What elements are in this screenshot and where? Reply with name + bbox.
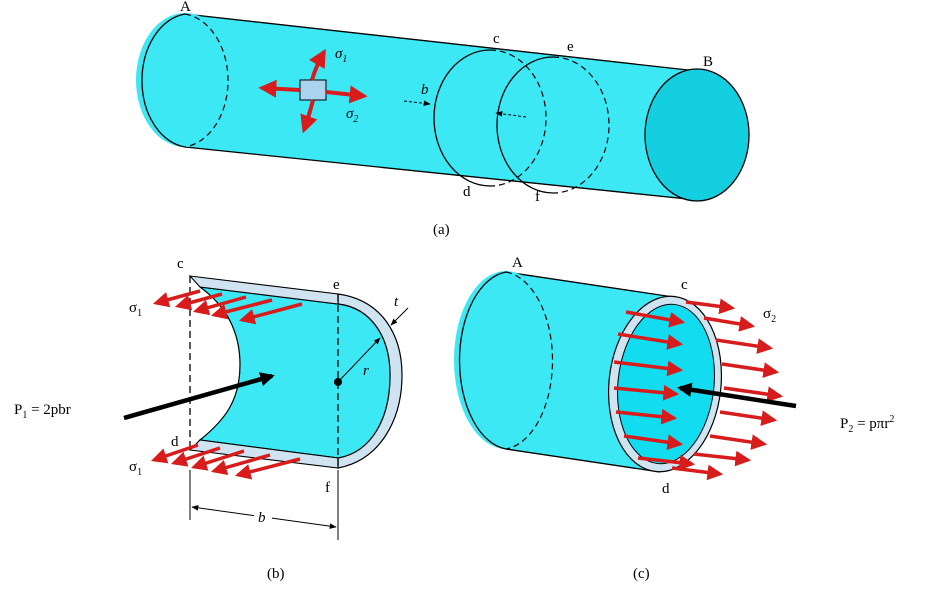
panel-a: σ1 σ2 b A B c e d f (a): [136, 0, 750, 238]
sigma2-label-c: σ2: [763, 306, 776, 325]
top-wall-strip: [188, 275, 339, 305]
section-cd-front: [433, 49, 491, 187]
end-A-face-c: [454, 271, 558, 449]
point-e-label-b: e: [333, 277, 340, 293]
caption-a: (a): [433, 222, 450, 238]
length-b-arrow-left: [495, 111, 527, 118]
point-B-label: B: [703, 54, 713, 70]
radius-label: r: [363, 363, 369, 379]
caption-c: (c): [633, 566, 650, 582]
sigma2-arrows: [613, 298, 784, 481]
force-P2-arrow: [677, 382, 797, 409]
point-f-label: f: [535, 189, 540, 205]
end-A-face: [136, 13, 234, 147]
force-P1-label: P1 = 2pbr: [14, 402, 71, 421]
point-e-label: e: [567, 39, 574, 55]
sigma1-arrows-bottom: [151, 443, 301, 480]
length-b-label-a: b: [421, 82, 429, 98]
sigma1-arrows-top: [152, 289, 303, 325]
thickness-label: t: [394, 294, 399, 310]
end-B-face: [644, 68, 750, 202]
force-P1-arrow: [123, 372, 275, 421]
point-A-label-c: A: [512, 255, 523, 271]
point-d-label: d: [463, 184, 471, 200]
force-P2-label: P2 = pπr2: [840, 414, 894, 435]
panel-c: P2 = pπr2 σ2 A c d (c): [454, 255, 894, 582]
sigma1-label-bottom: σ1: [129, 459, 142, 478]
sigma1-label-a: σ1: [335, 46, 347, 65]
length-b-label-b: b: [258, 510, 266, 526]
sigma2-label-a: σ2: [346, 106, 358, 125]
section-ef-front: [496, 56, 554, 194]
point-c-label-b: c: [177, 256, 184, 272]
point-f-label-b: f: [325, 480, 330, 496]
point-d-label-b: d: [171, 434, 179, 450]
point-c-label: c: [493, 31, 500, 47]
point-d-label-c: d: [662, 481, 670, 497]
thickness-arrow: [390, 307, 409, 326]
panel-b: r t σ1 σ1 P1 = 2pbr b c: [14, 256, 409, 582]
caption-b: (b): [267, 566, 285, 582]
cut-face-interior: [617, 303, 715, 465]
length-b-arrow-right: [403, 100, 431, 107]
sigma1-label-top: σ1: [129, 300, 142, 319]
radius-arrow: [337, 337, 381, 383]
point-A-label: A: [180, 0, 191, 15]
stress-element: [258, 48, 368, 134]
point-c-label-c: c: [681, 277, 688, 293]
